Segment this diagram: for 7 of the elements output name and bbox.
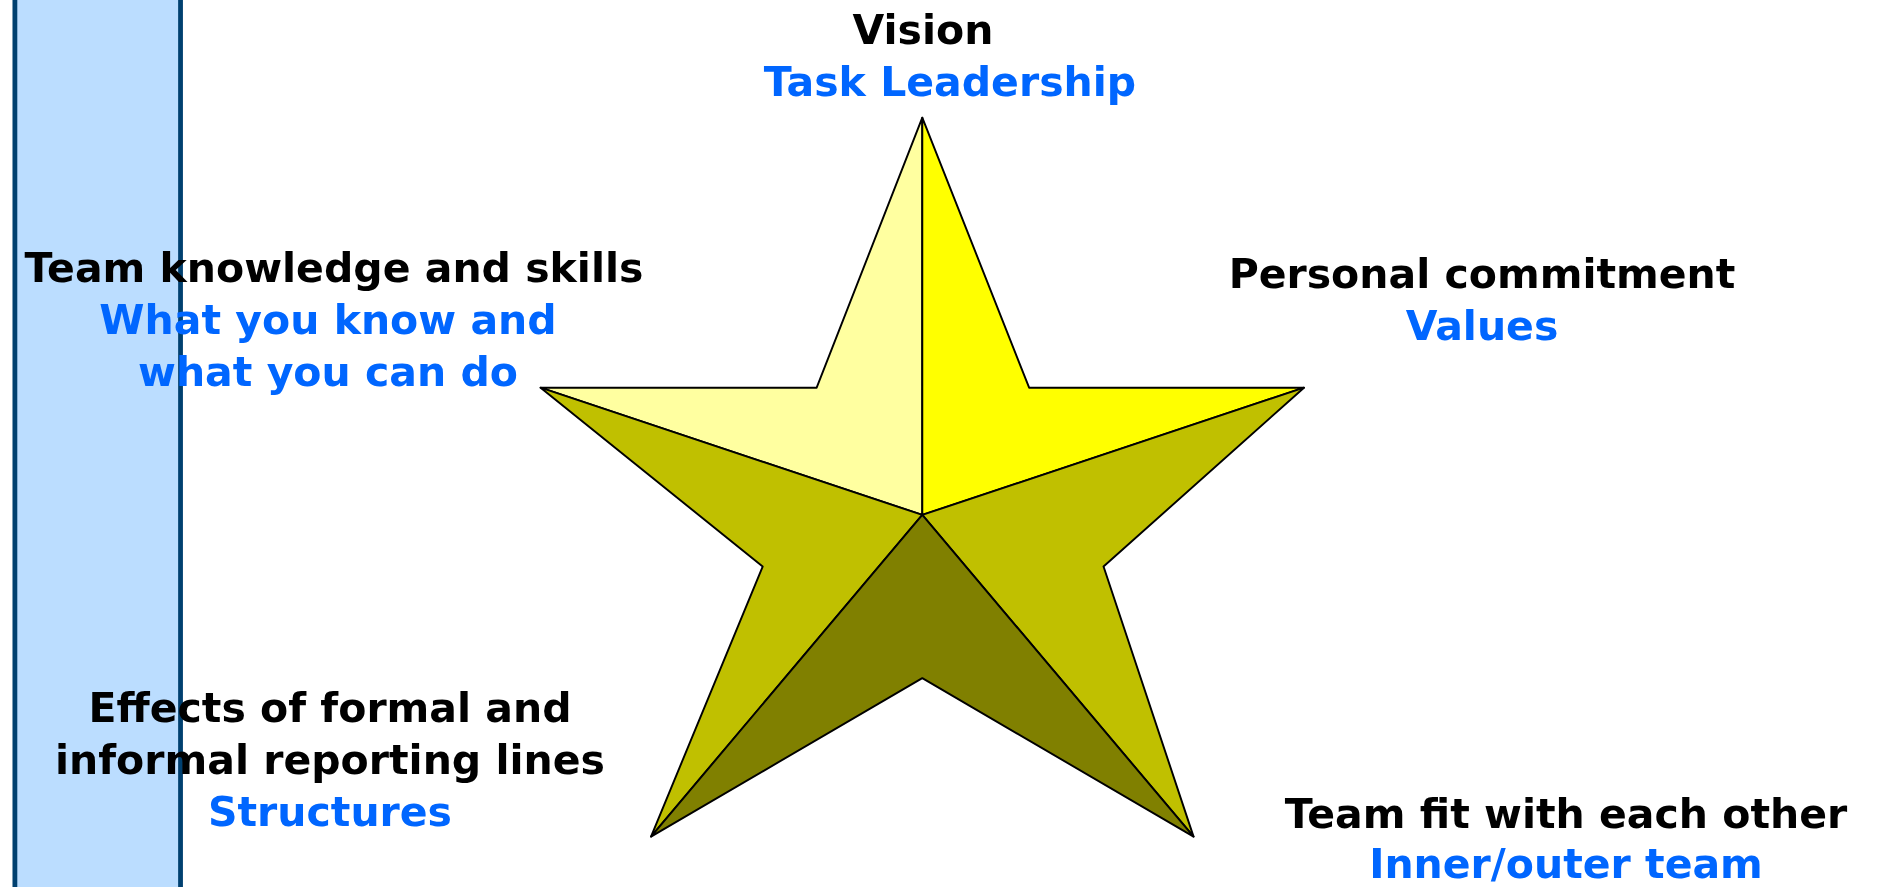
heading-label: Vision	[851, 5, 995, 56]
subtitle-label: Structures	[206, 787, 454, 838]
subtitle-label: Values	[1404, 301, 1560, 352]
heading-label: Personal commitment	[1227, 249, 1737, 300]
heading-label: Team fit with each other	[1283, 789, 1849, 840]
subtitle-label: Task Leadership	[762, 57, 1138, 108]
subtitle-label: Inner/outer team	[1368, 839, 1764, 887]
